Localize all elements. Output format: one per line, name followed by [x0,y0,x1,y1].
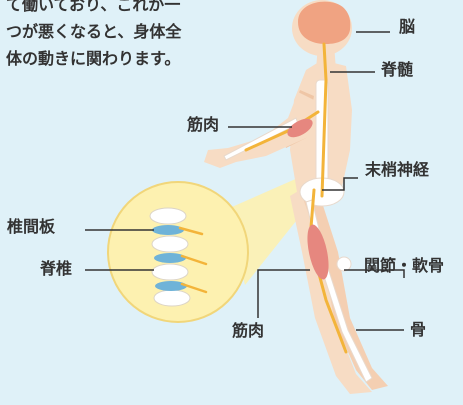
label-brain: 脳 [399,18,415,36]
leader-muscle-leg [258,270,310,318]
disc-1 [152,225,184,235]
label-vertebra: 脊椎 [40,260,72,278]
label-muscle-leg: 筋肉 [232,322,264,340]
vertebra-2 [152,236,188,252]
disc-2 [154,253,186,263]
label-bone: 骨 [410,321,426,339]
label-peripheral-nerve: 末梢神経 [365,161,429,179]
disc-3 [155,281,187,291]
brain [298,2,350,44]
vertebra-4 [154,290,190,306]
vertebra-1 [150,208,186,224]
label-intervertebral-disc: 椎間板 [7,218,55,236]
vertebra-3 [152,264,188,280]
label-muscle-arm: 筋肉 [187,116,219,134]
knee-joint [337,257,351,271]
label-joint-cartilage: 関節・軟骨 [364,257,444,275]
label-spinal-cord: 脊髄 [381,61,413,79]
